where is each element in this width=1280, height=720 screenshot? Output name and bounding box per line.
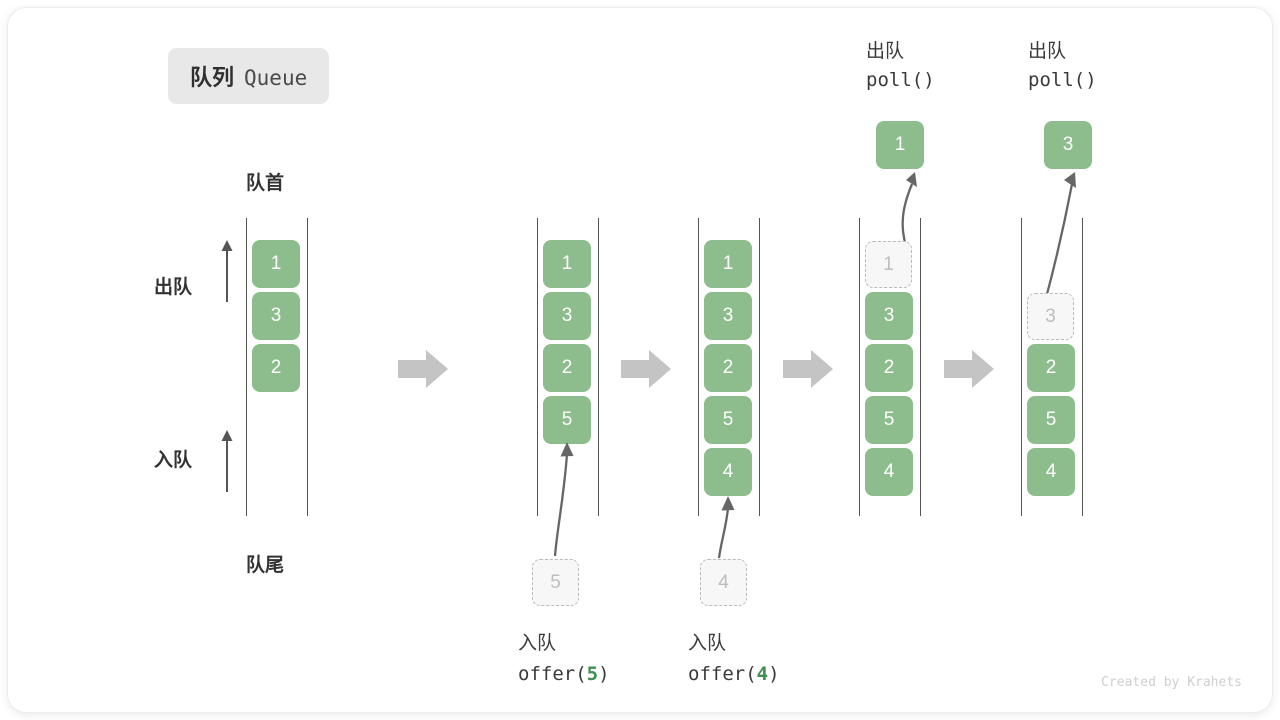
queue-cell: 1 xyxy=(252,240,300,288)
offer-4-caption-code: offer(4) xyxy=(688,663,780,685)
queue-rail-left-2 xyxy=(537,218,538,516)
dequeue-curved-arrow-icon xyxy=(901,172,917,247)
queue-rail-right-2 xyxy=(598,218,599,516)
queue-cell: 1 xyxy=(704,240,752,288)
queue-cell: 2 xyxy=(1027,344,1075,392)
offer-4-caption-cn: 入队 xyxy=(688,633,727,654)
enqueue-side-label: 入队 xyxy=(154,450,193,471)
enqueue-direction-arrow-icon xyxy=(221,430,233,492)
offer-5-caption-code: offer(5) xyxy=(518,663,610,685)
queue-cell: 3 xyxy=(704,292,752,340)
queue-head-label: 队首 xyxy=(246,173,285,194)
popped-cell: 3 xyxy=(1044,121,1092,169)
poll-3-header-cn: 出队 xyxy=(1028,41,1067,62)
queue-rail-right-5 xyxy=(1082,218,1083,516)
poll-3-header-code: poll() xyxy=(1028,69,1097,91)
step-arrow-icon xyxy=(944,350,994,388)
queue-rail-right-3 xyxy=(759,218,760,516)
queue-rail-left-4 xyxy=(859,218,860,516)
queue-rail-right-1 xyxy=(307,218,308,516)
queue-cell: 2 xyxy=(252,344,300,392)
poll-3-header: 出队 poll() xyxy=(1028,36,1097,91)
footer-credit: Created by Krahets xyxy=(1101,675,1242,690)
dequeue-direction-arrow-icon xyxy=(221,240,233,302)
queue-rail-left-5 xyxy=(1021,218,1022,516)
queue-cell: 1 xyxy=(543,240,591,288)
queue-cell: 5 xyxy=(865,396,913,444)
queue-cell: 2 xyxy=(865,344,913,392)
queue-cell-new: 5 xyxy=(543,396,591,444)
queue-cell: 4 xyxy=(865,448,913,496)
step-arrow-icon xyxy=(621,350,671,388)
title-badge: 队列 Queue xyxy=(168,48,330,104)
diagram-canvas: 队列 Queue 队首 队尾 出队 入队 1 3 2 1 3 2 5 5 入队 … xyxy=(8,8,1272,712)
queue-cell: 3 xyxy=(252,292,300,340)
queue-cell: 5 xyxy=(1027,396,1075,444)
enqueue-curved-arrow-icon xyxy=(553,442,574,557)
queue-cell-new: 4 xyxy=(704,448,752,496)
queue-rail-left-1 xyxy=(246,218,247,516)
offer-5-caption: 入队 offer(5) xyxy=(518,628,610,685)
poll-1-header-code: poll() xyxy=(866,69,935,91)
queue-cell: 4 xyxy=(1027,448,1075,496)
step-arrow-icon xyxy=(783,350,833,388)
queue-cell-removed: 3 xyxy=(1027,293,1074,340)
queue-cell-removed: 1 xyxy=(865,241,912,288)
step-arrow-icon xyxy=(398,350,448,388)
queue-cell: 5 xyxy=(704,396,752,444)
title-cn: 队列 xyxy=(190,65,235,90)
offer-5-caption-cn: 入队 xyxy=(518,633,557,654)
queue-cell: 2 xyxy=(543,344,591,392)
incoming-ghost-cell: 5 xyxy=(532,559,579,606)
popped-cell: 1 xyxy=(876,121,924,169)
queue-rail-left-3 xyxy=(698,218,699,516)
queue-cell: 2 xyxy=(704,344,752,392)
title-en: Queue xyxy=(244,66,308,90)
poll-1-header-cn: 出队 xyxy=(866,41,905,62)
enqueue-curved-arrow-icon xyxy=(717,496,735,559)
queue-rail-right-4 xyxy=(920,218,921,516)
poll-1-header: 出队 poll() xyxy=(866,36,935,91)
queue-tail-label: 队尾 xyxy=(246,555,285,576)
queue-cell: 3 xyxy=(865,292,913,340)
offer-4-caption: 入队 offer(4) xyxy=(688,628,780,685)
incoming-ghost-cell: 4 xyxy=(700,559,747,606)
dequeue-side-label: 出队 xyxy=(154,277,193,298)
queue-cell: 3 xyxy=(543,292,591,340)
dequeue-curved-arrow-icon xyxy=(1044,172,1076,299)
